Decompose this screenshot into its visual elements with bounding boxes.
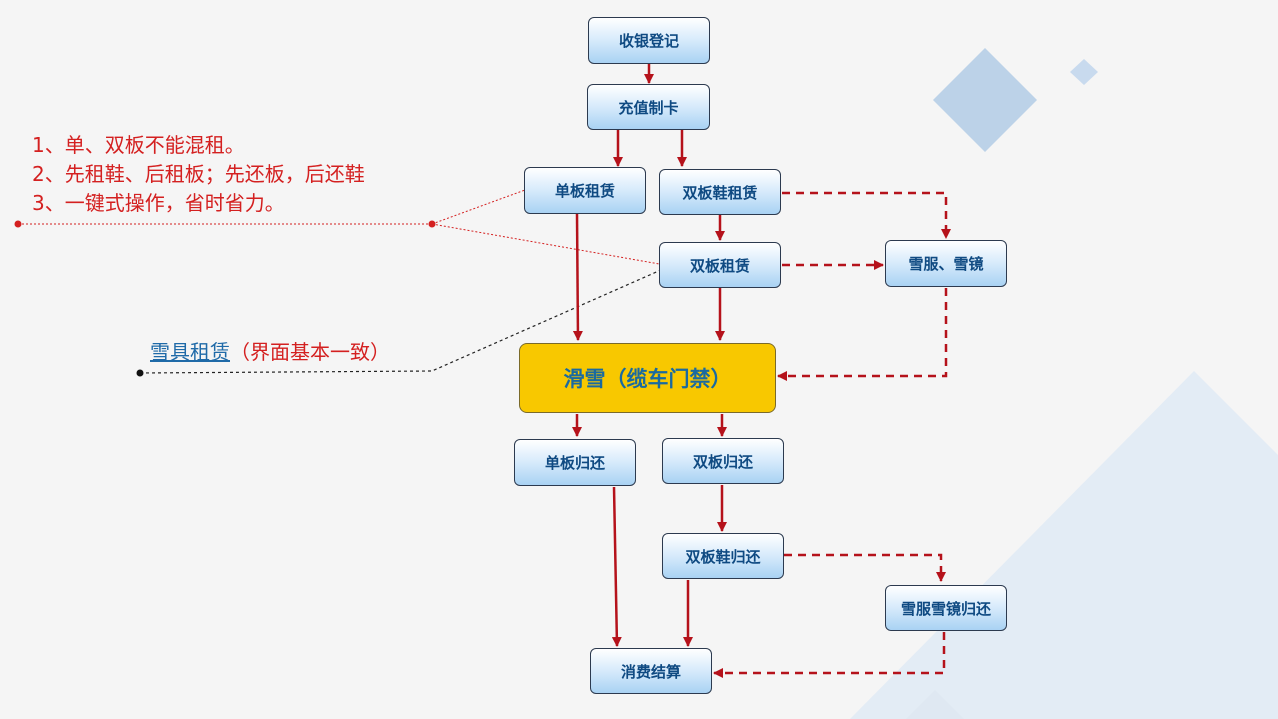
node-recharge: 充值制卡 <box>587 84 710 130</box>
node-double-return: 双板归还 <box>662 438 784 484</box>
node-double-shoe-rent: 双板鞋租赁 <box>659 169 781 215</box>
arrow-doubleshoe-suit <box>782 191 951 239</box>
arrow-shoereturn-suitreturn <box>784 553 946 582</box>
node-register: 收银登记 <box>588 17 710 64</box>
node-single-return: 单板归还 <box>514 439 636 486</box>
arrow-singlereturn-settlement <box>611 486 622 647</box>
node-double-rent: 双板租赁 <box>659 242 781 288</box>
equipment-rental-link-row: 雪具租赁（界面基本一致） <box>150 336 390 365</box>
note-pointer <box>14 189 666 266</box>
dashed-arrows <box>713 191 951 678</box>
rules-notes: 1、单、双板不能混租。 2、先租鞋、后租板；先还板，后还鞋 3、一键式操作，省时… <box>32 131 365 218</box>
note-line: 1、单、双板不能混租。 <box>32 133 245 157</box>
equipment-rental-link[interactable]: 雪具租赁 <box>150 340 230 364</box>
bg-large-triangle <box>850 371 1278 719</box>
solid-arrows <box>572 64 727 647</box>
arrow-suit-skiing <box>777 288 948 381</box>
link-suffix: （界面基本一致） <box>230 340 390 364</box>
bg-diamond-medium <box>933 48 1037 152</box>
bg-diamond-small <box>1070 59 1098 85</box>
bg-small-corner <box>906 690 964 719</box>
node-suit-goggles: 雪服、雪镜 <box>885 240 1007 287</box>
node-suit-goggles-return: 雪服雪镜归还 <box>885 585 1007 631</box>
arrow-suitreturn-settlement <box>713 632 946 678</box>
node-settlement: 消费结算 <box>590 648 712 694</box>
node-skiing: 滑雪（缆车门禁） <box>519 343 776 413</box>
note-line: 2、先租鞋、后租板；先还板，后还鞋 <box>32 162 365 186</box>
node-double-shoe-return: 双板鞋归还 <box>662 533 784 579</box>
note-line: 3、一键式操作，省时省力。 <box>32 191 285 215</box>
arrow-single-skiing <box>572 213 583 341</box>
node-single-rent: 单板租赁 <box>524 167 646 214</box>
